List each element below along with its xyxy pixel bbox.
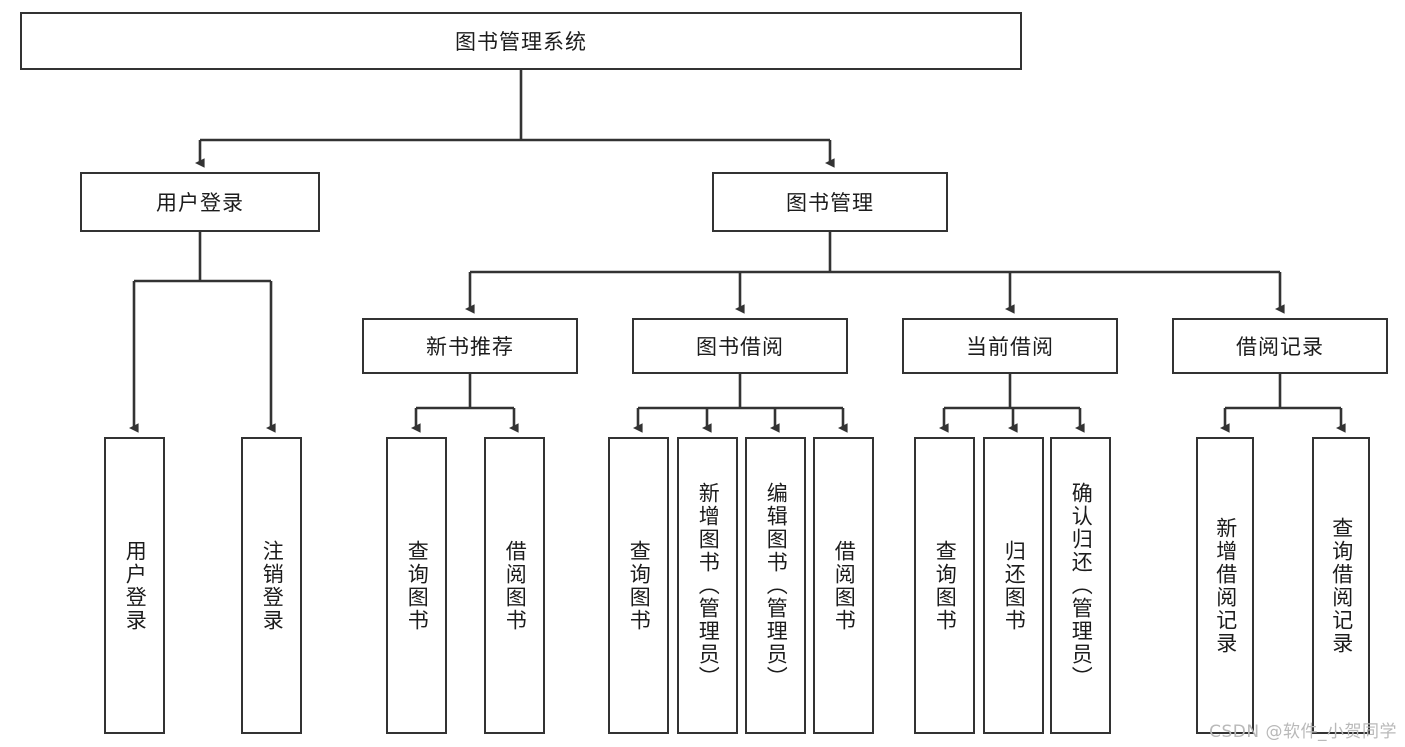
node-book-borrow[interactable]: 图书借阅 bbox=[632, 318, 848, 374]
node-leaf-confirm-return[interactable]: 确认归还（管理员） bbox=[1050, 437, 1111, 734]
node-label: 借阅图书 bbox=[832, 539, 857, 632]
node-label: 新书推荐 bbox=[426, 335, 514, 359]
node-current-borrow[interactable]: 当前借阅 bbox=[902, 318, 1118, 374]
node-leaf-query-book-rec[interactable]: 查询图书 bbox=[386, 437, 447, 734]
node-leaf-query-record[interactable]: 查询借阅记录 bbox=[1312, 437, 1370, 734]
node-leaf-return-book[interactable]: 归还图书 bbox=[983, 437, 1044, 734]
node-leaf-borrow-book[interactable]: 借阅图书 bbox=[813, 437, 874, 734]
node-label: 借阅图书 bbox=[503, 539, 528, 632]
node-label: 新增图书（管理员） bbox=[696, 482, 721, 689]
node-label: 查询图书 bbox=[405, 539, 430, 632]
node-label: 查询图书 bbox=[627, 539, 652, 632]
node-label: 查询图书 bbox=[933, 539, 958, 632]
node-label: 编辑图书（管理员） bbox=[764, 482, 789, 689]
node-borrow-record[interactable]: 借阅记录 bbox=[1172, 318, 1388, 374]
node-label: 图书管理系统 bbox=[455, 30, 587, 54]
node-label: 用户登录 bbox=[123, 539, 148, 632]
node-label: 图书借阅 bbox=[696, 335, 784, 359]
node-leaf-edit-book[interactable]: 编辑图书（管理员） bbox=[745, 437, 806, 734]
node-leaf-add-book[interactable]: 新增图书（管理员） bbox=[677, 437, 738, 734]
node-leaf-user-login[interactable]: 用户登录 bbox=[104, 437, 165, 734]
node-label: 归还图书 bbox=[1002, 539, 1027, 632]
node-new-book-rec[interactable]: 新书推荐 bbox=[362, 318, 578, 374]
node-user-login[interactable]: 用户登录 bbox=[80, 172, 320, 232]
node-leaf-query-book-cur[interactable]: 查询图书 bbox=[914, 437, 975, 734]
node-root[interactable]: 图书管理系统 bbox=[20, 12, 1022, 70]
node-label: 查询借阅记录 bbox=[1329, 516, 1354, 655]
node-leaf-borrow-book-rec[interactable]: 借阅图书 bbox=[484, 437, 545, 734]
node-label: 新增借阅记录 bbox=[1213, 516, 1238, 655]
node-leaf-user-logout[interactable]: 注销登录 bbox=[241, 437, 302, 734]
csdn-watermark: CSDN @软件_小贺同学 bbox=[1209, 722, 1397, 742]
node-label: 注销登录 bbox=[260, 539, 285, 632]
node-leaf-add-record[interactable]: 新增借阅记录 bbox=[1196, 437, 1254, 734]
node-label: 当前借阅 bbox=[966, 335, 1054, 359]
node-label: 用户登录 bbox=[156, 191, 244, 215]
node-leaf-query-book-borrow[interactable]: 查询图书 bbox=[608, 437, 669, 734]
node-label: 确认归还（管理员） bbox=[1069, 482, 1094, 689]
node-book-manage[interactable]: 图书管理 bbox=[712, 172, 948, 232]
node-label: 图书管理 bbox=[786, 191, 874, 215]
node-label: 借阅记录 bbox=[1236, 335, 1324, 359]
